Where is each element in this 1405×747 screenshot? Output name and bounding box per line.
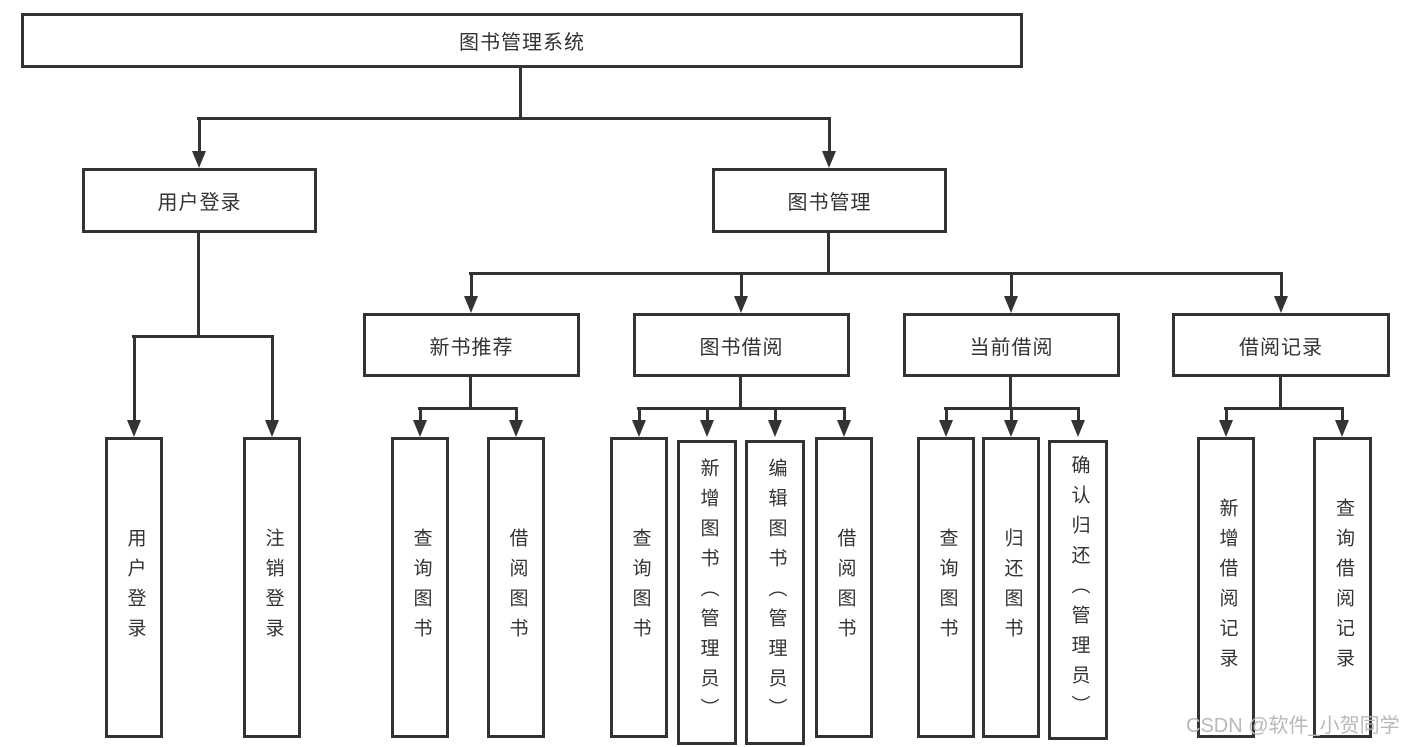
leaf-add-books-admin: 新增图书（管理员）	[677, 440, 737, 745]
csdn-watermark: CSDN @软件_小贺同学	[1186, 715, 1400, 737]
node-new-book-recommend: 新书推荐	[363, 313, 580, 377]
connector-line	[1010, 407, 1013, 422]
leaf-current-query-books: 查询图书	[917, 437, 975, 738]
node-book-borrowing-label: 图书借阅	[699, 336, 784, 359]
leaf-confirm-return-admin: 确认归还（管理员）	[1048, 440, 1108, 740]
connector-line	[739, 375, 742, 409]
arrowhead-icon	[700, 420, 714, 437]
arrowhead-icon	[265, 420, 279, 437]
connector-line	[469, 375, 472, 409]
node-book-management-label: 图书管理	[787, 192, 872, 214]
leaf-label: 新增借阅记录	[1216, 497, 1238, 678]
connector-line	[515, 407, 518, 422]
connector-line	[740, 272, 743, 299]
arrowhead-icon	[768, 420, 782, 437]
leaf-label: 查询图书	[936, 527, 958, 648]
leaf-label: 借阅图书	[834, 527, 856, 648]
connector-line	[637, 407, 846, 410]
connector-line	[706, 407, 709, 422]
connector-line	[1009, 375, 1012, 409]
leaf-label: 归还图书	[1001, 527, 1023, 648]
arrowhead-icon	[413, 420, 427, 437]
leaf-borrow-books: 借阅图书	[815, 437, 873, 738]
leaf-recommend-borrow-books: 借阅图书	[487, 437, 545, 738]
connector-line	[1279, 375, 1282, 409]
leaf-add-borrow-record: 新增借阅记录	[1197, 437, 1255, 738]
node-current-borrowing-label: 当前借阅	[969, 336, 1054, 359]
arrowhead-icon	[837, 420, 851, 437]
leaf-borrowing-query-books: 查询图书	[610, 437, 668, 738]
connector-line	[198, 117, 201, 153]
connector-line	[774, 407, 777, 422]
connector-line	[1077, 407, 1080, 422]
leaf-label: 编辑图书（管理员）	[765, 457, 787, 728]
arrowhead-icon	[822, 151, 836, 168]
leaf-label: 用户登录	[124, 527, 146, 648]
leaf-label: 新增图书（管理员）	[697, 457, 719, 728]
leaf-logout-login: 注销登录	[243, 437, 301, 738]
connector-line	[469, 272, 1283, 275]
connector-line	[1225, 407, 1228, 422]
connector-line	[945, 407, 948, 422]
leaf-return-books: 归还图书	[982, 437, 1040, 738]
leaf-label: 查询图书	[629, 527, 651, 648]
arrowhead-icon	[734, 296, 748, 313]
arrowhead-icon	[192, 151, 206, 168]
leaf-label: 借阅图书	[506, 527, 528, 648]
connector-line	[1280, 272, 1283, 299]
arrowhead-icon	[509, 420, 523, 437]
arrowhead-icon	[1274, 296, 1288, 313]
arrowhead-icon	[1004, 420, 1018, 437]
arrowhead-icon	[632, 420, 646, 437]
connector-line	[1341, 407, 1344, 422]
node-borrowing-records-label: 借阅记录	[1239, 336, 1323, 359]
arrowhead-icon	[1004, 296, 1018, 313]
leaf-query-borrow-record: 查询借阅记录	[1313, 437, 1372, 738]
node-new-book-recommend-label: 新书推荐	[429, 336, 514, 359]
connector-line	[419, 407, 422, 422]
leaf-user-login: 用户登录	[105, 437, 163, 738]
connector-line	[197, 117, 830, 120]
node-root: 图书管理系统	[21, 13, 1023, 68]
leaf-label: 查询图书	[410, 527, 432, 648]
leaf-label: 确认归还（管理员）	[1068, 455, 1090, 725]
connector-line	[827, 231, 830, 274]
connector-line	[519, 66, 522, 119]
arrowhead-icon	[1219, 420, 1233, 437]
connector-line	[133, 335, 136, 423]
connector-line	[638, 407, 641, 422]
arrowhead-icon	[939, 420, 953, 437]
leaf-label: 查询借阅记录	[1332, 497, 1354, 678]
leaf-recommend-query-books: 查询图书	[391, 437, 449, 738]
node-root-label: 图书管理系统	[459, 32, 585, 54]
connector-line	[271, 335, 274, 423]
node-user-login-label: 用户登录	[157, 192, 242, 214]
connector-line	[828, 117, 831, 153]
leaf-label: 注销登录	[262, 527, 284, 648]
connector-line	[1010, 272, 1013, 299]
connector-line	[1224, 407, 1344, 410]
node-current-borrowing: 当前借阅	[903, 313, 1120, 377]
arrowhead-icon	[1335, 420, 1349, 437]
node-user-login: 用户登录	[82, 168, 317, 233]
leaf-edit-books-admin: 编辑图书（管理员）	[745, 440, 805, 745]
connector-line	[470, 272, 473, 299]
connector-line	[132, 335, 274, 338]
node-borrowing-records: 借阅记录	[1172, 313, 1390, 377]
node-book-borrowing: 图书借阅	[633, 313, 850, 377]
connector-line	[197, 231, 200, 337]
connector-line	[418, 407, 518, 410]
arrowhead-icon	[464, 296, 478, 313]
arrowhead-icon	[1071, 420, 1085, 437]
node-book-management: 图书管理	[712, 168, 947, 233]
arrowhead-icon	[127, 420, 141, 437]
connector-line	[843, 407, 846, 422]
